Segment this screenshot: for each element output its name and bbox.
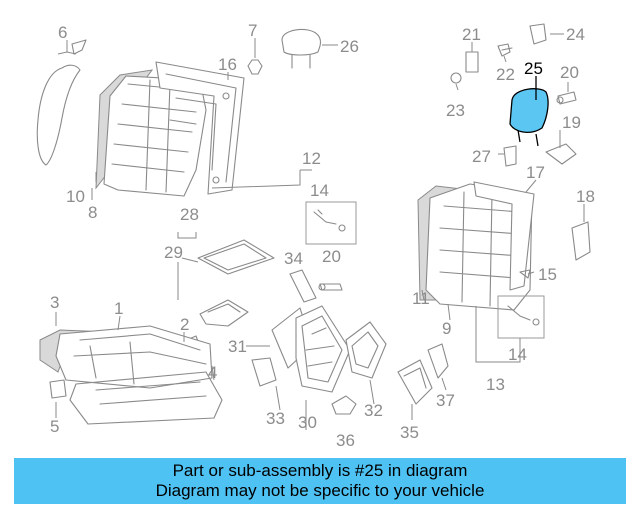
- strip-34: [289, 269, 317, 303]
- banner-line-1: Part or sub-assembly is #25 in diagram: [172, 461, 468, 480]
- callout-36: 36: [336, 431, 355, 450]
- sleeve-27: [503, 145, 517, 167]
- callout-6: 6: [58, 23, 67, 42]
- seatback-frame-8: [95, 69, 207, 197]
- callout-35: 35: [400, 423, 419, 442]
- callout-31: 31: [228, 337, 247, 356]
- frame-30: [295, 305, 351, 393]
- bolt-22: [497, 43, 513, 57]
- callout-9: 9: [442, 319, 451, 338]
- callout-13: 13: [486, 375, 505, 394]
- callout-18: 18: [576, 187, 595, 206]
- callout-34: 34: [284, 249, 303, 268]
- cushion-frame-4: [69, 371, 223, 425]
- banner-line-2: Diagram may not be specific to your vehi…: [155, 481, 485, 500]
- callout-20-center: 20: [322, 247, 341, 266]
- bracket-32: [345, 321, 387, 379]
- seatback-frame-9: [417, 183, 533, 311]
- seatback-panel-17: [473, 181, 535, 291]
- bracket-35: [397, 359, 433, 405]
- callout-26: 26: [340, 37, 359, 56]
- bolt-7: [247, 59, 263, 75]
- seatback-panel-16: [155, 61, 245, 195]
- callout-3: 3: [50, 293, 59, 312]
- callout-33: 33: [266, 409, 285, 428]
- callout-24: 24: [566, 25, 585, 44]
- headrest-25-highlighted: [509, 88, 549, 147]
- bracket-18: [571, 221, 591, 261]
- callout-14-left: 14: [310, 181, 329, 200]
- callout-37: 37: [436, 391, 455, 410]
- callout-2: 2: [180, 315, 189, 334]
- plug-20-right: [556, 91, 577, 105]
- bolt-14-left: [313, 209, 346, 232]
- info-banner: Part or sub-assembly is #25 in diagram D…: [14, 458, 626, 504]
- bracket-5: [49, 379, 67, 399]
- callout-10: 10: [66, 187, 85, 206]
- guide-19: [545, 143, 577, 165]
- bolt-14-right: [507, 305, 540, 326]
- callout-19: 19: [562, 113, 581, 132]
- callout-29: 29: [164, 243, 183, 262]
- callout-17: 17: [526, 163, 545, 182]
- callout-32: 32: [364, 401, 383, 420]
- callout-16: 16: [218, 55, 237, 74]
- callout-22: 22: [496, 65, 515, 84]
- armrest-29: [197, 239, 275, 275]
- callout-14-right: 14: [508, 345, 527, 364]
- trim-33: [251, 357, 277, 387]
- callout-20-right: 20: [560, 63, 579, 82]
- headrest-26: [281, 28, 322, 69]
- cap-23: [450, 72, 462, 84]
- guide-24: [529, 23, 547, 45]
- bracket-37: [427, 343, 449, 379]
- clip-36: [331, 395, 357, 415]
- callout-7: 7: [248, 21, 257, 40]
- callout-27: 27: [472, 147, 491, 166]
- callout-21: 21: [462, 25, 481, 44]
- callout-30: 30: [298, 413, 317, 432]
- callout-11: 11: [412, 289, 430, 308]
- plug-20-center: [318, 283, 343, 291]
- housing-29b: [199, 299, 249, 327]
- callout-12: 12: [302, 149, 321, 168]
- callout-23: 23: [446, 101, 465, 120]
- side-bolster-6: [36, 39, 87, 166]
- callout-15: 15: [538, 265, 557, 284]
- pad-21: [465, 51, 479, 73]
- callout-4: 4: [208, 363, 217, 382]
- callout-8: 8: [88, 203, 97, 222]
- callout-5: 5: [50, 417, 59, 436]
- callout-28: 28: [180, 205, 199, 224]
- seat-cushion-1: [39, 325, 213, 389]
- callout-25: 25: [524, 59, 543, 78]
- parts-diagram: 6 7 16 26 10 8 12 14 28 29 34 20 3 1 2 3…: [36, 21, 595, 450]
- callout-1: 1: [114, 299, 123, 318]
